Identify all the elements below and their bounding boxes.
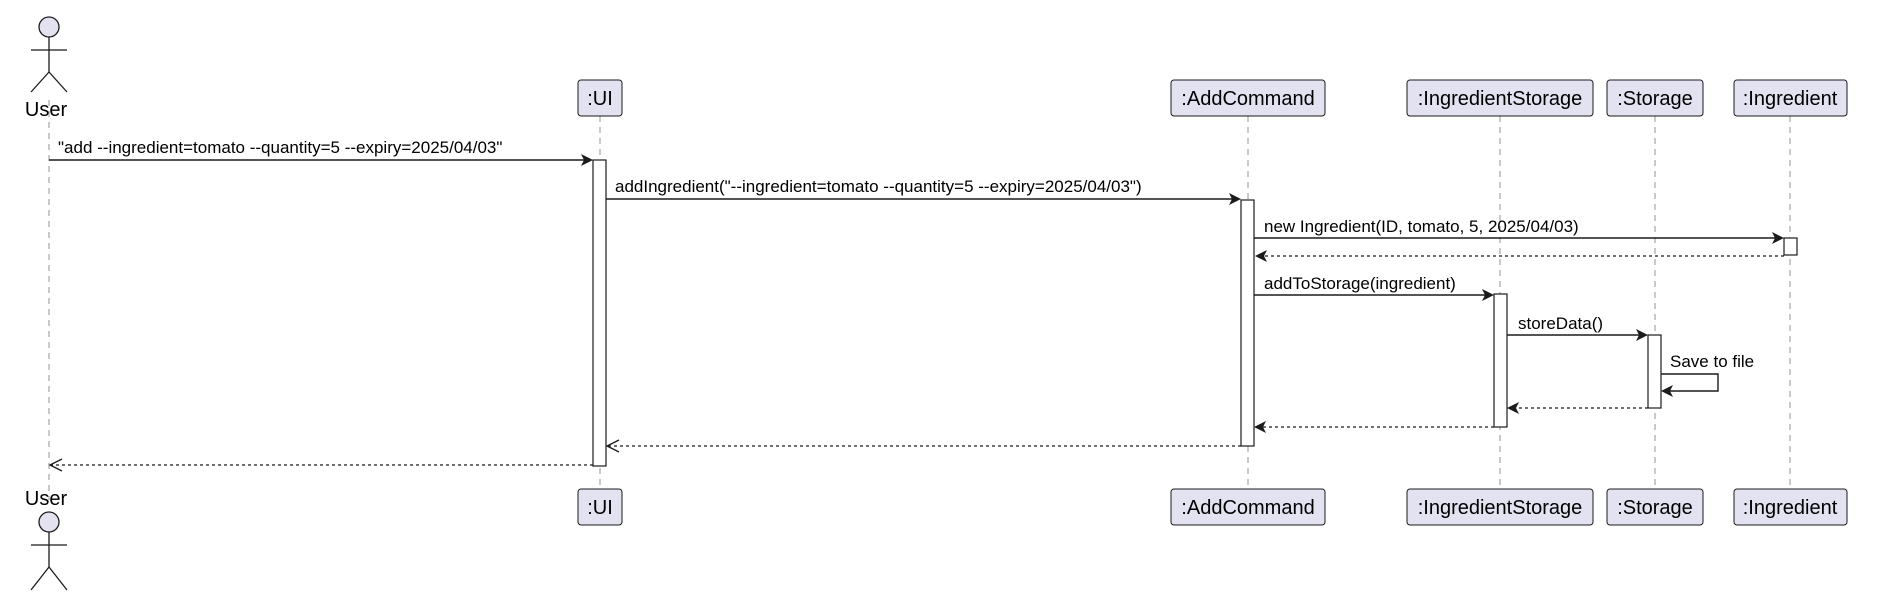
- arrowhead-icon: [1255, 250, 1267, 262]
- message-add-ingredient-label: addIngredient("--ingredient=tomato --qua…: [615, 177, 1142, 196]
- participant-ui-bottom: :UI: [577, 488, 623, 526]
- participant-ingredient-bottom: :Ingredient: [1733, 488, 1848, 526]
- participant-addcommand-bottom-label: :AddCommand: [1181, 497, 1314, 519]
- participant-ui-top-label: :UI: [587, 88, 613, 110]
- message-add-ingredient: addIngredient("--ingredient=tomato --qua…: [606, 177, 1241, 205]
- open-arrowhead-icon: [605, 439, 620, 453]
- message-store-data: storeData(): [1507, 314, 1648, 341]
- participant-addcommand-top-label: :AddCommand: [1181, 88, 1314, 110]
- message-save-to-file-label: Save to file: [1670, 352, 1754, 371]
- message-add-command: "add --ingredient=tomato --quantity=5 --…: [49, 138, 593, 166]
- actor-head-icon: [38, 16, 60, 38]
- participant-addcommand-top: :AddCommand: [1170, 79, 1326, 117]
- arrowhead-icon: [1772, 232, 1784, 244]
- participant-storage-top-label: :Storage: [1617, 88, 1693, 110]
- actor-user-bottom: [30, 511, 68, 591]
- return-store-data: [1507, 402, 1648, 414]
- actor-user-top: [30, 16, 68, 93]
- participant-ingredientstorage-bottom: :IngredientStorage: [1406, 488, 1594, 526]
- participant-ui-bottom-label: :UI: [587, 497, 613, 519]
- participant-storage-bottom: :Storage: [1606, 488, 1704, 526]
- message-add-command-label: "add --ingredient=tomato --quantity=5 --…: [58, 138, 502, 157]
- actor-head-icon: [38, 511, 60, 533]
- participant-ingredient-bottom-label: :Ingredient: [1743, 497, 1838, 519]
- activation-storage: [1647, 334, 1662, 409]
- message-new-ingredient: new Ingredient(ID, tomato, 5, 2025/04/03…: [1254, 217, 1784, 244]
- activation-ingredient: [1783, 237, 1798, 256]
- participant-ingredientstorage-bottom-label: :IngredientStorage: [1418, 497, 1583, 519]
- activation-ui: [592, 159, 607, 467]
- actor-user-bottom-label: User: [25, 488, 68, 510]
- open-arrowhead-icon: [48, 458, 63, 472]
- return-ingredient: [1255, 250, 1784, 262]
- return-add-to-storage: [1254, 421, 1494, 433]
- activation-ingredientstorage: [1493, 293, 1508, 428]
- arrowhead-icon: [581, 154, 593, 166]
- message-add-to-storage: addToStorage(ingredient): [1254, 274, 1494, 301]
- participant-ingredientstorage-top-label: :IngredientStorage: [1418, 88, 1583, 110]
- arrowhead-icon: [1507, 402, 1519, 414]
- participant-addcommand-bottom: :AddCommand: [1170, 488, 1326, 526]
- message-new-ingredient-label: new Ingredient(ID, tomato, 5, 2025/04/03…: [1264, 217, 1579, 236]
- actor-user-top-label: User: [25, 99, 68, 121]
- return-add-ingredient: [605, 439, 1241, 453]
- participant-ingredientstorage-top: :IngredientStorage: [1406, 79, 1594, 117]
- message-store-data-label: storeData(): [1518, 314, 1603, 333]
- arrowhead-icon: [1661, 385, 1673, 397]
- participant-ingredient-top: :Ingredient: [1733, 79, 1848, 117]
- message-save-to-file: Save to file: [1661, 352, 1754, 397]
- participant-ingredient-top-label: :Ingredient: [1743, 88, 1838, 110]
- participant-storage-top: :Storage: [1606, 79, 1704, 117]
- participant-storage-bottom-label: :Storage: [1617, 497, 1693, 519]
- activation-addcommand: [1240, 199, 1255, 447]
- participant-ui-top: :UI: [577, 79, 623, 117]
- message-add-to-storage-label: addToStorage(ingredient): [1264, 274, 1456, 293]
- arrowhead-icon: [1636, 329, 1648, 341]
- arrowhead-icon: [1482, 289, 1494, 301]
- arrowhead-icon: [1229, 193, 1241, 205]
- return-add-command: [48, 458, 593, 472]
- arrowhead-icon: [1254, 421, 1266, 433]
